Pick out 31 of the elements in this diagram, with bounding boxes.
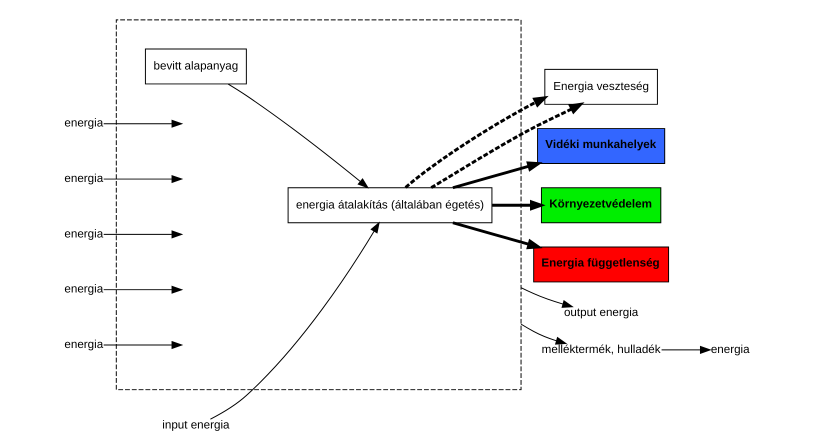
node-box: Energia veszteség: [544, 68, 658, 105]
arrow: [228, 84, 370, 189]
node-text: energia: [64, 227, 104, 240]
node-text: melléktermék, hulladék: [542, 342, 661, 356]
node-text: energia: [64, 172, 104, 186]
node-box: Környezetvédelem: [540, 187, 662, 224]
arrow: [404, 96, 549, 189]
arrow: [103, 340, 184, 350]
node-text: energia: [710, 342, 750, 356]
node-box: Vidéki munkahelyek: [537, 128, 666, 164]
arrow: [103, 174, 184, 184]
arrow: [430, 102, 584, 189]
arrow: [103, 286, 184, 294]
node-text: energia: [64, 116, 104, 130]
arrow: [452, 161, 543, 190]
arrow: [103, 120, 184, 128]
node-text: energia: [64, 338, 104, 352]
node-box: Energia függetlenség: [533, 246, 670, 282]
arrow: [103, 230, 184, 238]
arrow: [452, 221, 543, 250]
arrow: [492, 200, 546, 211]
arrow: [210, 221, 380, 420]
node-box: bevitt alapanyag: [144, 48, 247, 84]
node-box: energia átalakítás (általában égetés): [288, 187, 492, 224]
node-text: input energia: [162, 418, 230, 432]
arrow: [661, 346, 712, 354]
cluster: [116, 19, 522, 390]
arrow: [520, 287, 574, 308]
node-text: energia: [64, 282, 104, 296]
node-text: output energia: [564, 306, 638, 320]
arrow: [520, 324, 568, 345]
